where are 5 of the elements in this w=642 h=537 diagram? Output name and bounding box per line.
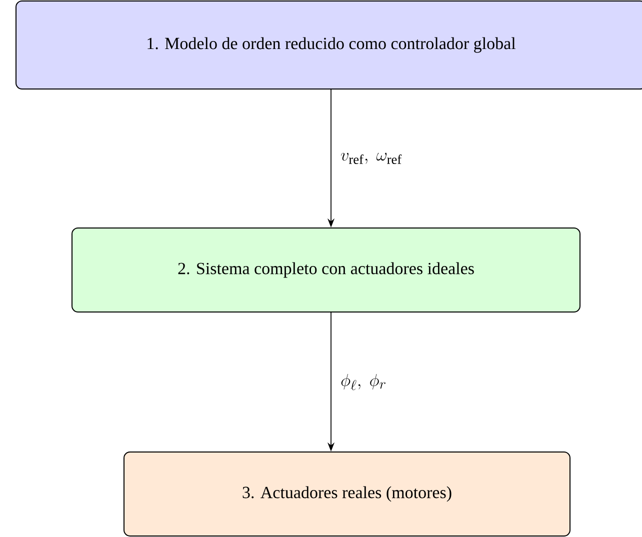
edge-label: $v_{\mathrm{ref}},\ \omega_{\mathrm{ref}}$	[341, 152, 402, 164]
process-box: 3. Actuadores reales (motores)	[124, 451, 570, 536]
process-box: 1. Modelo de orden reducido como controlador global	[16, 0, 642, 90]
edge-label: $\phi_{\ell},\ \phi_{r}$	[341, 374, 386, 390]
process-box: 2. Sistema completo con actuadores ideales	[72, 227, 580, 312]
